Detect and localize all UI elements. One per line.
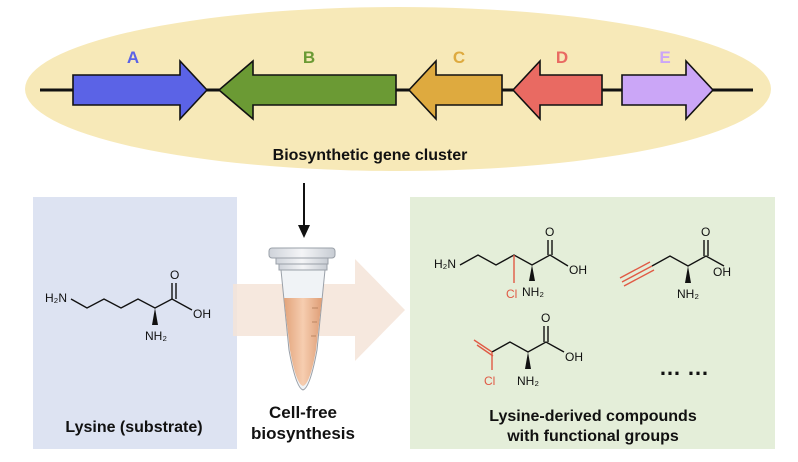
p1-h2n: H₂N xyxy=(434,257,456,271)
product-alkyne: O OH NH₂ xyxy=(619,225,731,301)
lysine-nh2: NH₂ xyxy=(145,329,167,343)
down-arrow-icon xyxy=(298,183,310,238)
p3-wedge xyxy=(525,352,531,369)
p3-cl: Cl xyxy=(484,374,495,388)
gene-cluster: A B C D E Biosynthetic gene cluster xyxy=(25,7,771,171)
gene-e-arrow xyxy=(621,58,715,122)
p1-wedge xyxy=(529,265,535,281)
p3-nh2: NH₂ xyxy=(517,374,539,388)
gene-b-arrow xyxy=(217,59,397,121)
p2-oh: OH xyxy=(713,265,731,279)
substrate-caption: Lysine (substrate) xyxy=(65,419,202,436)
p1-cl: Cl xyxy=(506,287,517,301)
lysine-structure: H₂N O OH NH₂ xyxy=(45,268,211,343)
products-ellipsis: … … xyxy=(659,355,709,380)
tube-icon xyxy=(268,247,336,391)
product-chlorolysine: H₂N Cl O OH NH₂ xyxy=(434,225,587,301)
gene-a-label: A xyxy=(127,48,139,67)
gene-e-label: E xyxy=(659,48,670,67)
p2-nh2: NH₂ xyxy=(677,287,699,301)
gene-c-arrow xyxy=(407,58,503,122)
p1-o: O xyxy=(545,225,554,239)
gene-b-label: B xyxy=(303,48,315,67)
products-panel xyxy=(410,197,775,449)
substrate-panel xyxy=(33,197,237,449)
lysine-h2n: H₂N xyxy=(45,291,67,305)
p1-nh2: NH₂ xyxy=(522,285,544,299)
p1-oh: OH xyxy=(569,263,587,277)
p3-o: O xyxy=(541,311,550,325)
gene-cluster-caption: Biosynthetic gene cluster xyxy=(273,147,468,164)
product-chloroalkene: Cl O OH NH₂ xyxy=(473,311,583,388)
lysine-oh: OH xyxy=(193,307,211,321)
lysine-o: O xyxy=(170,268,179,282)
p2-o: O xyxy=(701,225,710,239)
gene-a-arrow xyxy=(72,58,209,122)
p2-wedge xyxy=(685,266,691,283)
gene-c-label: C xyxy=(453,48,465,67)
products-caption-line1: Lysine-derived compounds xyxy=(489,408,697,425)
gene-d-arrow xyxy=(511,58,603,122)
lysine-wedge xyxy=(152,308,158,325)
gene-d-label: D xyxy=(556,48,568,67)
reaction-caption-line2: biosynthesis xyxy=(251,424,355,443)
p3-oh: OH xyxy=(565,350,583,364)
reaction-caption-line1: Cell-free xyxy=(269,403,337,422)
products-caption-line2: with functional groups xyxy=(506,428,679,445)
